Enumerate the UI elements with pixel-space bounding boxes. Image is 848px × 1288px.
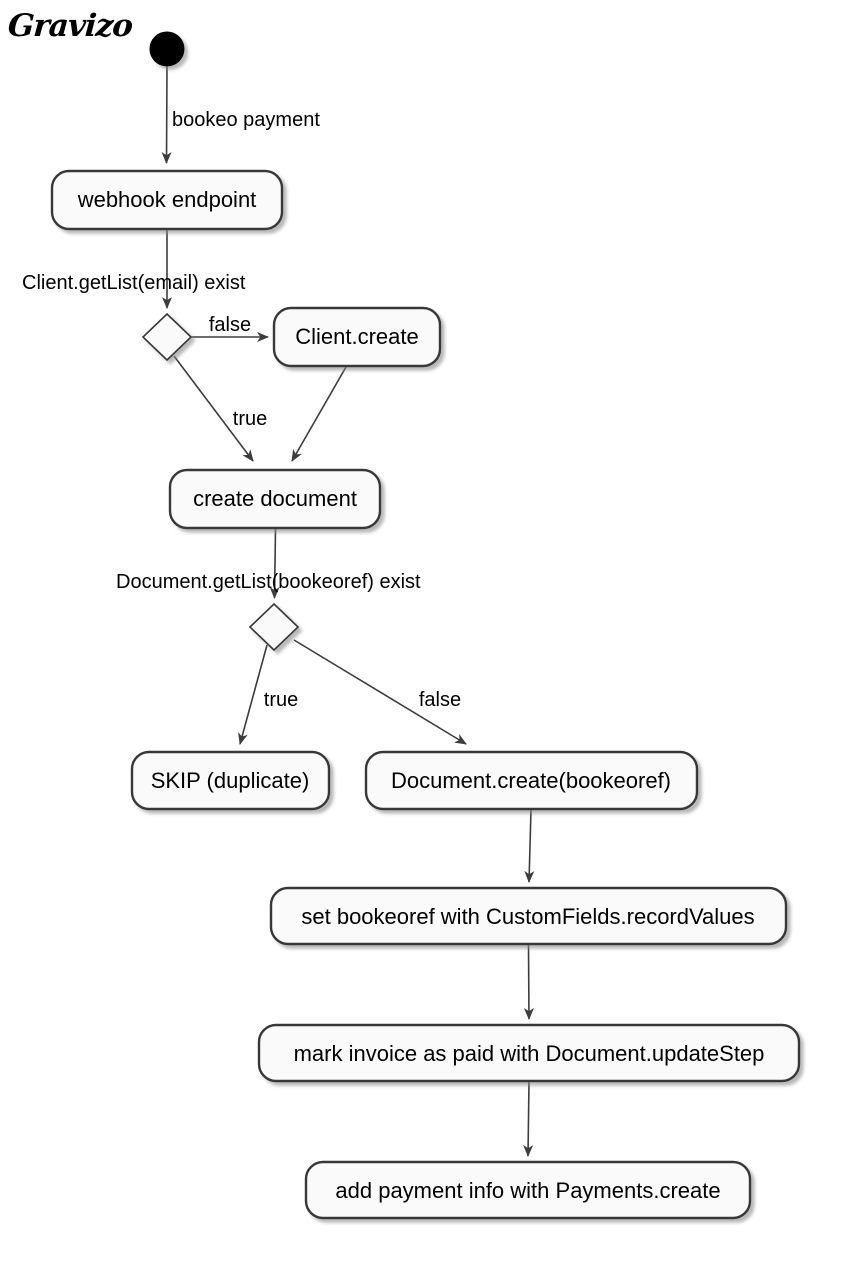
node-client-create-label: Client.create	[295, 324, 419, 349]
node-skip-duplicate	[130, 750, 331, 811]
node-client-create	[272, 306, 442, 368]
diagram-edge-labels: bookeo payment Client.getList(email) exi…	[22, 109, 461, 711]
edge-decision2-false	[293, 639, 467, 745]
edge-document-create-to-set	[524, 809, 535, 883]
node-webhook-label: webhook endpoint	[77, 187, 257, 212]
edge-label-decision1-false: false	[209, 314, 251, 336]
edge-label-decision2-true: true	[264, 689, 298, 711]
diagram-nodes: webhook endpoint Client.create create do…	[50, 31, 801, 1220]
edge-create-document-to-decision2	[269, 528, 280, 599]
edge-start-to-webhook	[161, 65, 172, 164]
edge-decision2-true	[238, 644, 268, 745]
node-create-document	[168, 468, 382, 530]
node-set-bookeoref-label: set bookeoref with CustomFields.recordVa…	[301, 904, 754, 929]
node-create-document-label: create document	[193, 486, 357, 511]
edge-set-to-mark	[523, 944, 534, 1020]
node-add-payment-info-label: add payment info with Payments.create	[335, 1178, 720, 1203]
edge-label-document-getlist-exist: Document.getList(bookeoref) exist	[116, 571, 421, 593]
edge-label-client-getlist-exist: Client.getList(email) exist	[22, 272, 246, 294]
edge-mark-to-add	[523, 1081, 534, 1157]
node-webhook	[50, 169, 284, 231]
node-decision-document-exists	[248, 602, 300, 652]
start-node	[149, 31, 185, 67]
edge-label-decision2-false: false	[419, 689, 461, 711]
edge-label-decision1-true: true	[233, 408, 267, 430]
node-mark-invoice-paid	[257, 1023, 801, 1083]
node-document-create-label: Document.create(bookeoref)	[391, 768, 671, 793]
node-document-create	[364, 750, 699, 811]
node-skip-duplicate-label: SKIP (duplicate)	[151, 768, 310, 793]
node-set-bookeoref	[269, 886, 788, 946]
node-mark-invoice-paid-label: mark invoice as paid with Document.updat…	[294, 1041, 765, 1066]
edge-label-bookeo-payment: bookeo payment	[172, 109, 320, 131]
node-decision-client-exists	[141, 312, 193, 362]
node-add-payment-info	[304, 1160, 752, 1220]
edge-decision1-true	[173, 355, 254, 462]
edge-client-create-to-create-document	[291, 366, 347, 462]
diagram-edges	[161, 65, 535, 1157]
